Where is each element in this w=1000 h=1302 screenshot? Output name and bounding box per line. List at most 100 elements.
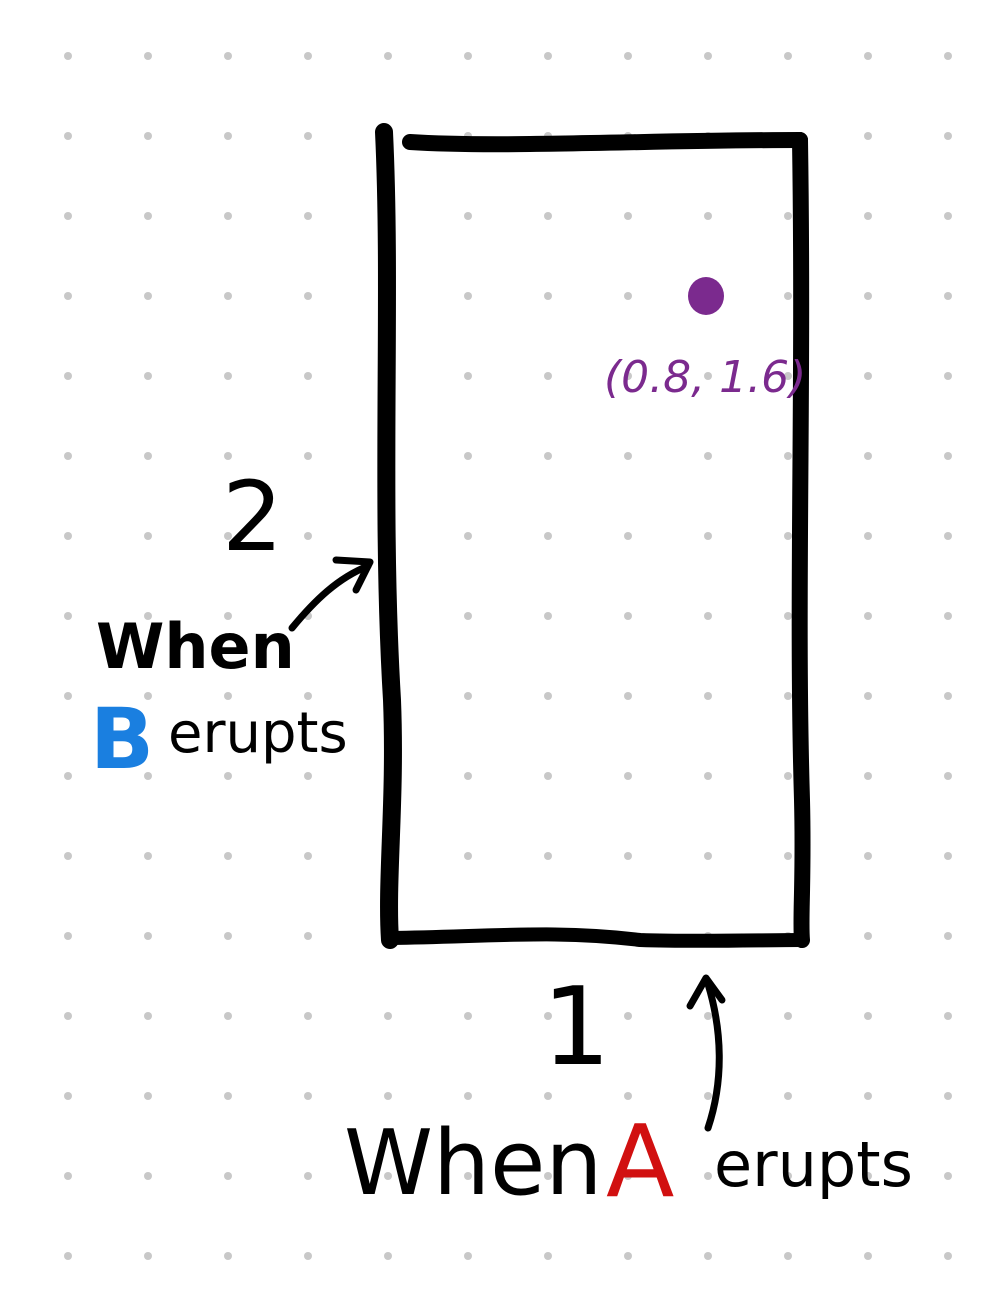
grid-dot bbox=[704, 612, 712, 620]
grid-dot bbox=[464, 212, 472, 220]
annotation-b-letter: B bbox=[90, 690, 154, 788]
bottom-side-number: 1 bbox=[542, 965, 611, 1090]
grid-dot bbox=[944, 52, 952, 60]
grid-dot bbox=[944, 612, 952, 620]
grid-dot bbox=[624, 612, 632, 620]
grid-dot bbox=[144, 1252, 152, 1260]
annotation-b-when: When bbox=[96, 610, 295, 683]
annotation-a-letter: A bbox=[606, 1103, 674, 1220]
grid-dot bbox=[704, 1252, 712, 1260]
grid-dot bbox=[464, 532, 472, 540]
point-marker bbox=[688, 277, 724, 315]
grid-dot bbox=[64, 612, 72, 620]
grid-dot bbox=[144, 1092, 152, 1100]
grid-dot bbox=[624, 212, 632, 220]
grid-dot bbox=[144, 772, 152, 780]
grid-dot bbox=[624, 532, 632, 540]
grid-dot bbox=[64, 1252, 72, 1260]
grid-dot bbox=[464, 52, 472, 60]
grid-dot bbox=[864, 772, 872, 780]
grid-dot bbox=[864, 692, 872, 700]
point-label: (0.8, 1.6) bbox=[604, 352, 806, 403]
grid-dot bbox=[304, 772, 312, 780]
grid-dot bbox=[624, 1252, 632, 1260]
grid-dot bbox=[144, 372, 152, 380]
grid-dot bbox=[304, 52, 312, 60]
grid-dot bbox=[144, 1172, 152, 1180]
grid-dot bbox=[864, 132, 872, 140]
grid-dot bbox=[64, 212, 72, 220]
grid-dot bbox=[224, 212, 232, 220]
annotation-b-verb: erupts bbox=[168, 701, 348, 766]
grid-dot bbox=[544, 452, 552, 460]
grid-dot bbox=[544, 1092, 552, 1100]
grid-dot bbox=[224, 52, 232, 60]
grid-dot bbox=[144, 852, 152, 860]
grid-dot bbox=[224, 132, 232, 140]
grid-dot bbox=[624, 452, 632, 460]
grid-dot bbox=[944, 692, 952, 700]
left-side-number: 2 bbox=[222, 461, 283, 573]
grid-dot bbox=[224, 292, 232, 300]
grid-dot bbox=[304, 692, 312, 700]
grid-dot bbox=[864, 292, 872, 300]
arrow-to-left-edge bbox=[288, 556, 374, 632]
grid-dot bbox=[624, 1092, 632, 1100]
dot-grid bbox=[64, 52, 952, 1260]
grid-dot bbox=[944, 372, 952, 380]
grid-dot bbox=[224, 532, 232, 540]
grid-dot bbox=[864, 212, 872, 220]
grid-dot bbox=[224, 772, 232, 780]
grid-dot bbox=[144, 52, 152, 60]
grid-dot bbox=[864, 932, 872, 940]
grid-dot bbox=[704, 852, 712, 860]
grid-dot bbox=[704, 772, 712, 780]
grid-dot bbox=[544, 532, 552, 540]
grid-dot bbox=[144, 292, 152, 300]
grid-dot bbox=[144, 212, 152, 220]
grid-dot bbox=[704, 1172, 712, 1180]
grid-dot bbox=[144, 452, 152, 460]
grid-dot bbox=[64, 692, 72, 700]
grid-dot bbox=[784, 452, 792, 460]
grid-dot bbox=[304, 372, 312, 380]
grid-dot bbox=[464, 852, 472, 860]
grid-dot bbox=[624, 52, 632, 60]
grid-dot bbox=[64, 1172, 72, 1180]
grid-dot bbox=[944, 1172, 952, 1180]
grid-dot bbox=[784, 772, 792, 780]
grid-dot bbox=[704, 452, 712, 460]
annotation-a-verb: erupts bbox=[714, 1128, 913, 1201]
grid-dot bbox=[704, 1012, 712, 1020]
grid-dot bbox=[224, 1172, 232, 1180]
grid-dot bbox=[944, 532, 952, 540]
grid-dot bbox=[224, 1092, 232, 1100]
grid-dot bbox=[64, 852, 72, 860]
grid-dot bbox=[704, 52, 712, 60]
grid-dot bbox=[64, 772, 72, 780]
grid-dot bbox=[304, 1092, 312, 1100]
grid-dot bbox=[784, 532, 792, 540]
grid-dot bbox=[464, 1252, 472, 1260]
grid-dot bbox=[224, 372, 232, 380]
grid-dot bbox=[384, 52, 392, 60]
grid-dot bbox=[384, 1172, 392, 1180]
rectangle-bottom-edge bbox=[385, 927, 809, 948]
grid-dot bbox=[384, 1092, 392, 1100]
grid-dot bbox=[304, 852, 312, 860]
grid-dot bbox=[784, 372, 792, 380]
grid-dot bbox=[864, 1012, 872, 1020]
grid-dot bbox=[464, 772, 472, 780]
rectangle bbox=[375, 123, 811, 949]
grid-dot bbox=[464, 452, 472, 460]
grid-dot bbox=[304, 932, 312, 940]
grid-dot bbox=[544, 692, 552, 700]
grid-dot bbox=[624, 292, 632, 300]
grid-dot bbox=[944, 932, 952, 940]
grid-dot bbox=[224, 692, 232, 700]
grid-dot bbox=[704, 372, 712, 380]
grid-dot bbox=[544, 1172, 552, 1180]
grid-dot bbox=[64, 52, 72, 60]
grid-dot bbox=[944, 452, 952, 460]
